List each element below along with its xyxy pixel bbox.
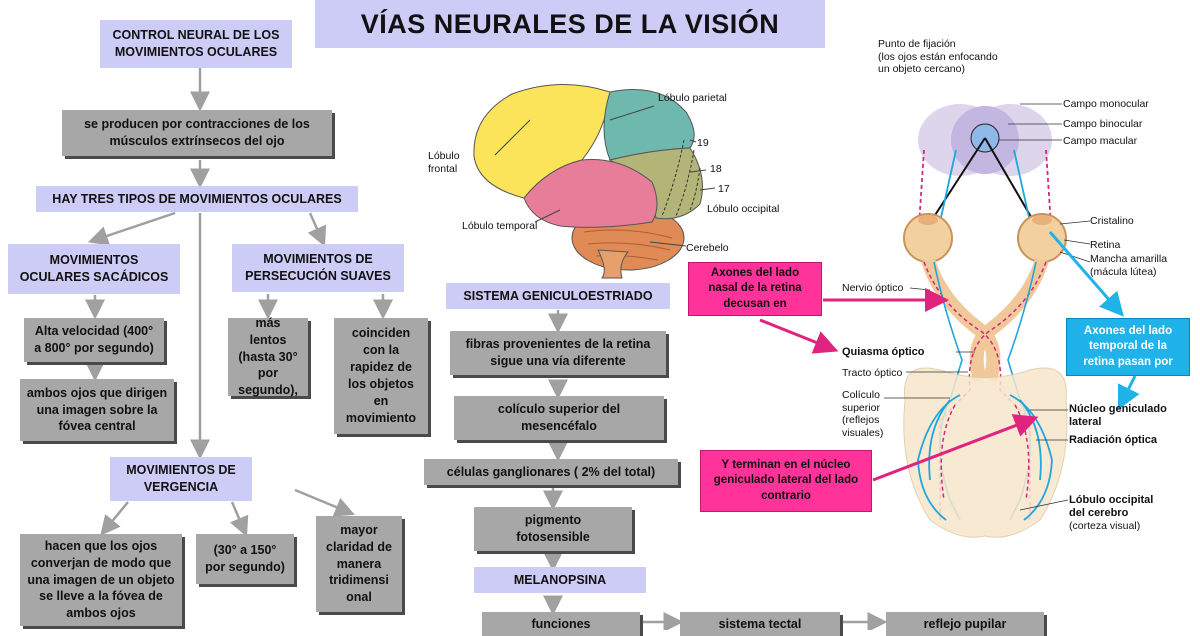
area-19-label: 19 [697,137,709,149]
mas-lentos-box: más lentos (hasta 30° por segundo), [228,316,308,397]
corteza-visual-label: (corteza visual) [1069,520,1141,532]
campo-binocular-label: Campo binocular [1063,118,1143,130]
lobulo-frontal-label: Lóbulo frontal [428,150,460,175]
melanopsina-box: MELANOPSINA [474,567,646,593]
lobulo-occipital-label: Lóbulo occipital [707,203,780,215]
campo-monocular-label: Campo monocular [1063,98,1149,110]
cristalino-label: Cristalino [1090,215,1134,227]
mayor-claridad-box: mayor claridad de manera tridimensi onal [316,516,402,612]
radiacion-optica-label: Radiación óptica [1069,434,1158,446]
alta-velocidad-box: Alta velocidad (400° a 800° por segundo) [24,318,164,362]
punto-fijacion-label: Punto de fijación (los ojos están enfoca… [878,38,998,76]
campo-macular-label: Campo macular [1063,135,1138,147]
control-neural-box: CONTROL NEURAL DE LOS MOVIMIENTOS OCULAR… [100,20,292,68]
coliculo-superior-label: Colículo superior (reflejos visuales) [842,389,884,439]
tres-tipos-box: HAY TRES TIPOS DE MOVIMIENTOS OCULARES [36,186,358,212]
celulas-ganglionares-box: células ganglionares ( 2% del total) [424,459,678,485]
hacen-que-box: hacen que los ojos converjan de modo que… [20,534,182,626]
lobulo-occipital-cerebro-label: Lóbulo occipital del cerebro [1069,494,1154,520]
lobulo-temporal-label: Lóbulo temporal [462,220,538,232]
coliculo-box: colículo superior del mesencéfalo [454,396,664,440]
quiasma-optico-label: Quiasma óptico [842,346,925,358]
contracciones-box: se producen por contracciones de los mús… [62,110,332,156]
nucleo-geniculado-label: Núcleo geniculado lateral [1069,403,1167,429]
vergencia-box: MOVIMIENTOS DE VERGENCIA [110,457,252,501]
coinciden-box: coinciden con la rapidez de los objetos … [334,318,428,434]
pigmento-box: pigmento fotosensible [474,507,632,551]
area-17-label: 17 [718,183,730,195]
ambos-ojos-box: ambos ojos que dirigen una imagen sobre … [20,379,174,441]
sistema-geniculoestriado-box: SISTEMA GENICULOESTRIADO [446,283,670,309]
page-title: VÍAS NEURALES DE LA VISIÓN [315,0,825,48]
nervio-optico-label: Nervio óptico [842,282,904,294]
tracto-optico-label: Tracto óptico [842,367,903,379]
cerebelo-label: Cerebelo [686,242,729,254]
fibras-box: fibras provenientes de la retina sigue u… [450,331,666,375]
mancha-amarilla-label: Mancha amarilla (mácula lútea) [1090,253,1168,278]
axones-nasal-callout: Axones del lado nasal de la retina decus… [688,262,822,316]
area-18-label: 18 [710,163,722,175]
retina-label: Retina [1090,239,1121,251]
axones-temporal-callout: Axones del lado temporal de la retina pa… [1066,318,1190,376]
lobulo-parietal-label: Lóbulo parietal [658,92,727,104]
sacadicos-box: MOVIMIENTOS OCULARES SACÁDICOS [8,244,180,294]
persecucion-box: MOVIMIENTOS DE PERSECUCIÓN SUAVES [232,244,404,292]
grados-box: (30° a 150° por segundo) [196,534,294,584]
terminan-callout: Y terminan en el núcleo geniculado later… [700,450,872,512]
